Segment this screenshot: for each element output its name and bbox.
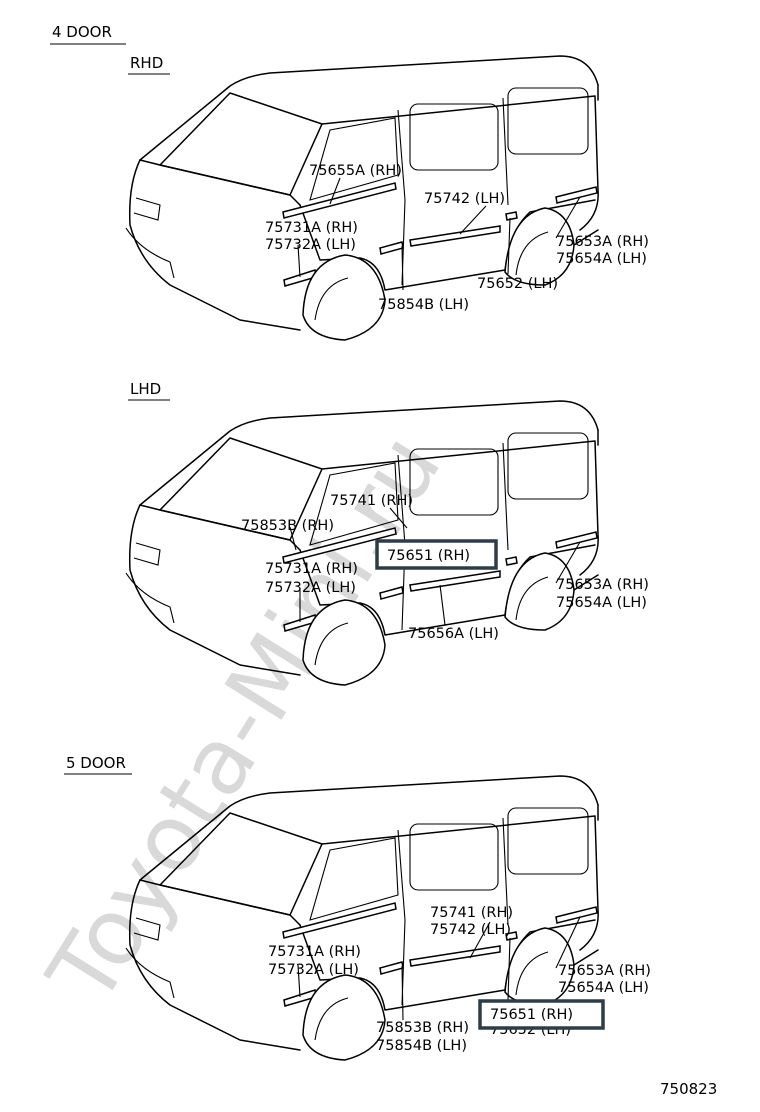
section-subtitle-rhd: RHD <box>130 54 163 72</box>
part-label: 75742 (LH) <box>424 191 505 207</box>
part-label: 75652 (LH) <box>477 276 558 292</box>
part-label: 75654A (LH) <box>556 595 647 611</box>
part-label: 75742 (LH) <box>430 922 511 938</box>
highlight-box <box>375 539 498 570</box>
part-label: 75853B (RH) <box>241 518 334 534</box>
section-title-4-door: 4 DOOR <box>52 23 112 41</box>
part-label: 75654A (LH) <box>558 980 649 996</box>
part-label-highlighted: 75651 (RH) <box>490 1007 573 1023</box>
part-label: 75741 (RH) <box>430 905 513 921</box>
part-label: 75741 (RH) <box>330 493 413 509</box>
part-label: 75656A (LH) <box>408 626 499 642</box>
part-label: 75853B (RH) <box>376 1020 469 1036</box>
part-label: 75732A (LH) <box>265 580 356 596</box>
part-label: 75732A (LH) <box>265 237 356 253</box>
section-title-5-door: 5 DOOR <box>66 754 126 772</box>
leader-lines <box>297 177 581 291</box>
part-label-highlighted: 75651 (RH) <box>387 548 470 564</box>
leader-lines <box>289 507 581 626</box>
part-label: 75732A (LH) <box>268 962 359 978</box>
part-label: 75653A (RH) <box>556 577 649 593</box>
part-label: 75731A (RH) <box>268 944 361 960</box>
part-label: 75731A (RH) <box>265 561 358 577</box>
part-label: 75854B (LH) <box>378 297 469 313</box>
figure-id: 750823 <box>660 1080 717 1098</box>
van-illustration-rhd <box>125 55 599 341</box>
highlight-box <box>478 999 605 1030</box>
part-label: 75655A (RH) <box>309 163 402 179</box>
part-label: 75654A (LH) <box>556 251 647 267</box>
part-label: 75653A (RH) <box>558 963 651 979</box>
section-subtitle-lhd: LHD <box>130 380 161 398</box>
part-label: 75731A (RH) <box>265 220 358 236</box>
part-label: 75854B (LH) <box>376 1038 467 1054</box>
leader-lines <box>297 916 581 1021</box>
part-label: 75653A (RH) <box>556 234 649 250</box>
